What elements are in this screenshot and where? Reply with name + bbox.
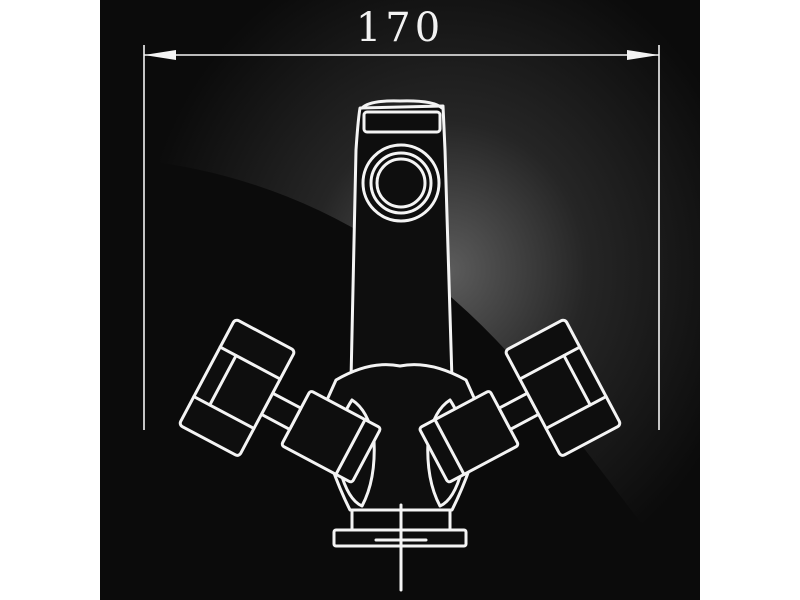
left-handle xyxy=(178,318,382,484)
faucet-base xyxy=(332,503,468,592)
spout-outlet-inner xyxy=(375,157,427,209)
dimension-arrow-right-icon xyxy=(627,50,659,60)
right-cross-handle xyxy=(504,318,622,457)
left-cross-handle xyxy=(178,318,296,457)
dimension-arrow-left-icon xyxy=(144,50,176,60)
dimension-line xyxy=(143,45,660,430)
spout-outlet-outer xyxy=(361,143,441,223)
right-handle xyxy=(418,318,622,484)
faucet-spout xyxy=(349,99,454,382)
technical-drawing: 170 xyxy=(100,0,700,600)
overall-width-label: 170 xyxy=(355,5,445,51)
background-sheen xyxy=(140,0,700,600)
spout-outlet-ring xyxy=(369,151,433,215)
faucet-drawing-svg xyxy=(140,0,700,600)
